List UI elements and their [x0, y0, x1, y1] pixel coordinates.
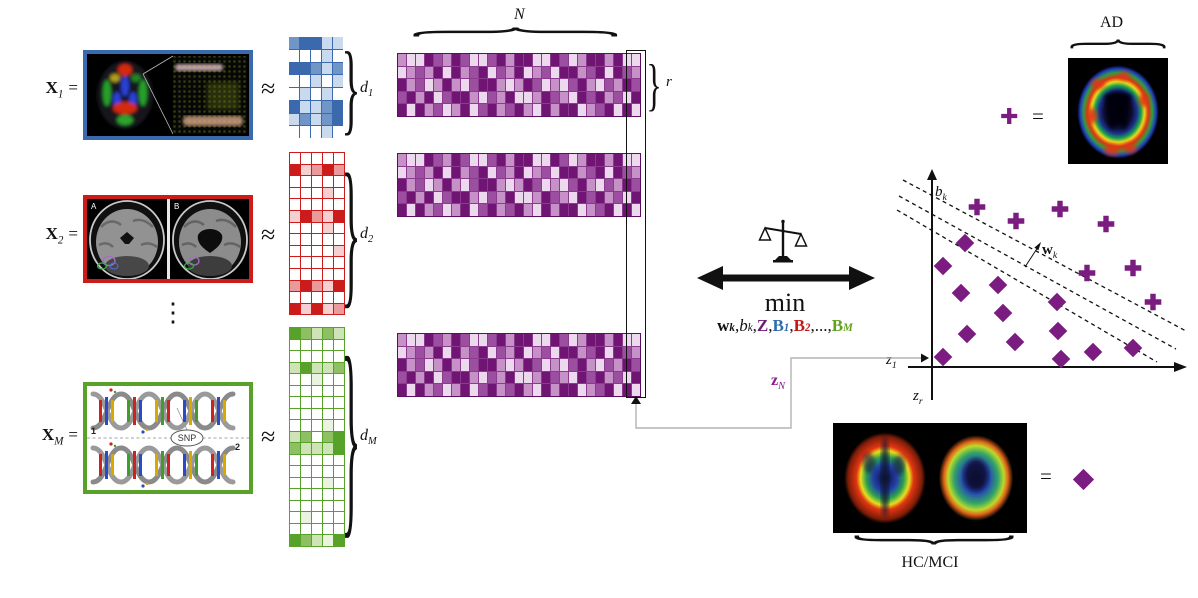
- hc-mci-pet-art: [833, 423, 1027, 533]
- hc-mci-pet-image: [833, 423, 1027, 533]
- mri-brain-art: A B: [89, 199, 248, 280]
- vertical-dots: ⋮: [160, 298, 186, 327]
- d2-brace: }: [341, 138, 361, 324]
- snp-label: SNP: [178, 433, 197, 443]
- mri-panel-a-label: A: [91, 202, 97, 211]
- dna-seq-2-label: 2: [235, 442, 240, 452]
- n-label: N: [514, 6, 525, 23]
- hc-mci-underbrace: {: [821, 532, 1033, 548]
- ad-pet-art: [1068, 58, 1168, 164]
- x2-label: X2=: [45, 224, 78, 247]
- d1-brace: }: [341, 29, 361, 145]
- hc-mci-label: HC/MCI: [901, 554, 959, 571]
- bk-label: bk: [935, 184, 947, 203]
- dti-brain-art: [97, 55, 247, 135]
- dna-art: SNP 1 2: [87, 386, 249, 490]
- equivalence-arrow: [697, 266, 875, 290]
- balance-scale-icon: [758, 219, 808, 263]
- hc-diamond-marker: [1072, 468, 1095, 491]
- n-overbrace: {: [388, 24, 660, 40]
- approx-symbol-1: ≈: [261, 74, 276, 103]
- factor-matrix-red: [289, 152, 345, 316]
- min-label: min: [764, 288, 806, 317]
- dna-seq-1-label: 1: [91, 426, 96, 436]
- factor-matrix-green: [289, 327, 345, 547]
- ad-pet-image: [1068, 58, 1168, 164]
- mri-brain-image: A B: [83, 195, 253, 283]
- x1-label: X1=: [45, 78, 78, 101]
- zr-label: zr: [913, 388, 923, 407]
- factor-matrix-blue: [289, 37, 343, 138]
- dti-brain-image: [83, 50, 253, 140]
- dm-brace: }: [341, 310, 361, 558]
- zn-label: zN: [770, 372, 785, 393]
- mri-panel-b-label: B: [174, 202, 179, 211]
- dm-label: dM: [360, 427, 377, 448]
- snp-dna-image: SNP 1 2: [83, 382, 253, 494]
- latent-matrix-2: [397, 153, 641, 217]
- z1-label: z1: [886, 352, 897, 371]
- ad-plus-marker: ✚: [1000, 104, 1019, 129]
- d1-label: d1: [360, 79, 374, 100]
- latent-matrix-3: [397, 333, 641, 397]
- ad-overbrace: {: [1059, 36, 1185, 52]
- ad-label: AD: [1100, 14, 1124, 31]
- d2-label: d2: [360, 225, 374, 246]
- xm-label: XM=: [41, 425, 78, 448]
- r-label: r: [666, 74, 672, 90]
- latent-column-highlight: [626, 50, 646, 398]
- ad-equals: =: [1032, 104, 1044, 128]
- approx-symbol-3: ≈: [261, 422, 276, 451]
- wk-label: wk: [1042, 242, 1058, 261]
- approx-symbol-2: ≈: [261, 220, 276, 249]
- latent-matrix-1: [397, 53, 641, 117]
- hc-equals: =: [1040, 464, 1052, 488]
- r-brace: }: [646, 51, 662, 117]
